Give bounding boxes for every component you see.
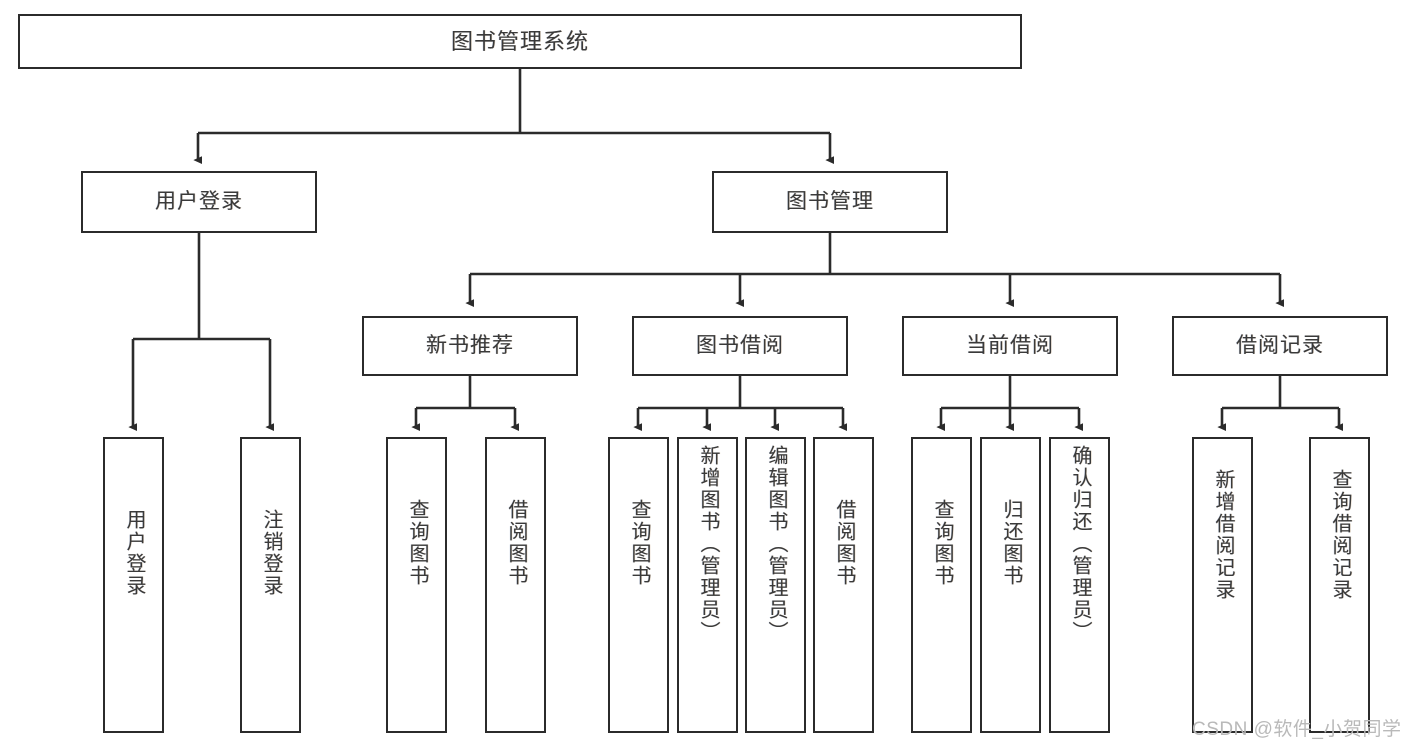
leaf-add-book-admin[interactable]: 新增图书（管理员） xyxy=(677,437,738,733)
node-label: 新增借阅记录 xyxy=(1212,469,1234,601)
node-label: 用户登录 xyxy=(155,189,243,213)
leaf-query-book-borrow[interactable]: 查询图书 xyxy=(608,437,669,733)
node-label: 用户登录 xyxy=(123,509,145,597)
node-current-borrow[interactable]: 当前借阅 xyxy=(902,316,1118,376)
node-label: 注销登录 xyxy=(260,509,282,597)
node-label: 借阅记录 xyxy=(1236,333,1324,357)
current-borrow-to-leaves-connectors xyxy=(936,376,1084,432)
node-label: 归还图书 xyxy=(1000,499,1022,587)
leaf-query-book-newbook[interactable]: 查询图书 xyxy=(386,437,447,733)
borrow-records-to-leaves-connectors xyxy=(1217,376,1344,432)
node-borrow-records[interactable]: 借阅记录 xyxy=(1172,316,1388,376)
node-label: 借阅图书 xyxy=(833,499,855,587)
node-label: 新增图书（管理员） xyxy=(697,445,719,643)
node-label: 查询借阅记录 xyxy=(1329,469,1351,601)
book-manage-to-level3-connectors xyxy=(465,233,1285,308)
leaf-add-borrow-record[interactable]: 新增借阅记录 xyxy=(1192,437,1253,733)
node-label: 确认归还（管理员） xyxy=(1069,445,1091,643)
node-label: 查询图书 xyxy=(406,499,428,587)
leaf-return-book[interactable]: 归还图书 xyxy=(980,437,1041,733)
user-login-to-leaves-connectors xyxy=(128,233,275,432)
book-borrow-to-leaves-connectors xyxy=(633,376,848,432)
node-label: 编辑图书（管理员） xyxy=(765,445,787,643)
node-book-management[interactable]: 图书管理 xyxy=(712,171,948,233)
leaf-user-login[interactable]: 用户登录 xyxy=(103,437,164,733)
leaf-edit-book-admin[interactable]: 编辑图书（管理员） xyxy=(745,437,806,733)
node-label: 查询图书 xyxy=(931,499,953,587)
node-root-book-management-system[interactable]: 图书管理系统 xyxy=(18,14,1022,69)
leaf-borrow-book[interactable]: 借阅图书 xyxy=(813,437,874,733)
node-label: 图书管理系统 xyxy=(450,28,589,54)
leaf-query-borrow-record[interactable]: 查询借阅记录 xyxy=(1309,437,1370,733)
node-new-book-recommend[interactable]: 新书推荐 xyxy=(362,316,578,376)
leaf-confirm-return-admin[interactable]: 确认归还（管理员） xyxy=(1049,437,1110,733)
leaf-logout[interactable]: 注销登录 xyxy=(240,437,301,733)
node-label: 新书推荐 xyxy=(426,333,514,357)
root-to-level2-connectors xyxy=(193,69,835,165)
leaf-query-book-current[interactable]: 查询图书 xyxy=(911,437,972,733)
node-label: 当前借阅 xyxy=(966,333,1054,357)
node-user-login[interactable]: 用户登录 xyxy=(81,171,317,233)
new-book-to-leaves-connectors xyxy=(411,376,520,432)
node-label: 借阅图书 xyxy=(505,499,527,587)
node-label: 图书管理 xyxy=(786,189,874,213)
leaf-borrow-book-newbook[interactable]: 借阅图书 xyxy=(485,437,546,733)
node-book-borrow[interactable]: 图书借阅 xyxy=(632,316,848,376)
node-label: 图书借阅 xyxy=(696,333,784,357)
node-label: 查询图书 xyxy=(628,499,650,587)
